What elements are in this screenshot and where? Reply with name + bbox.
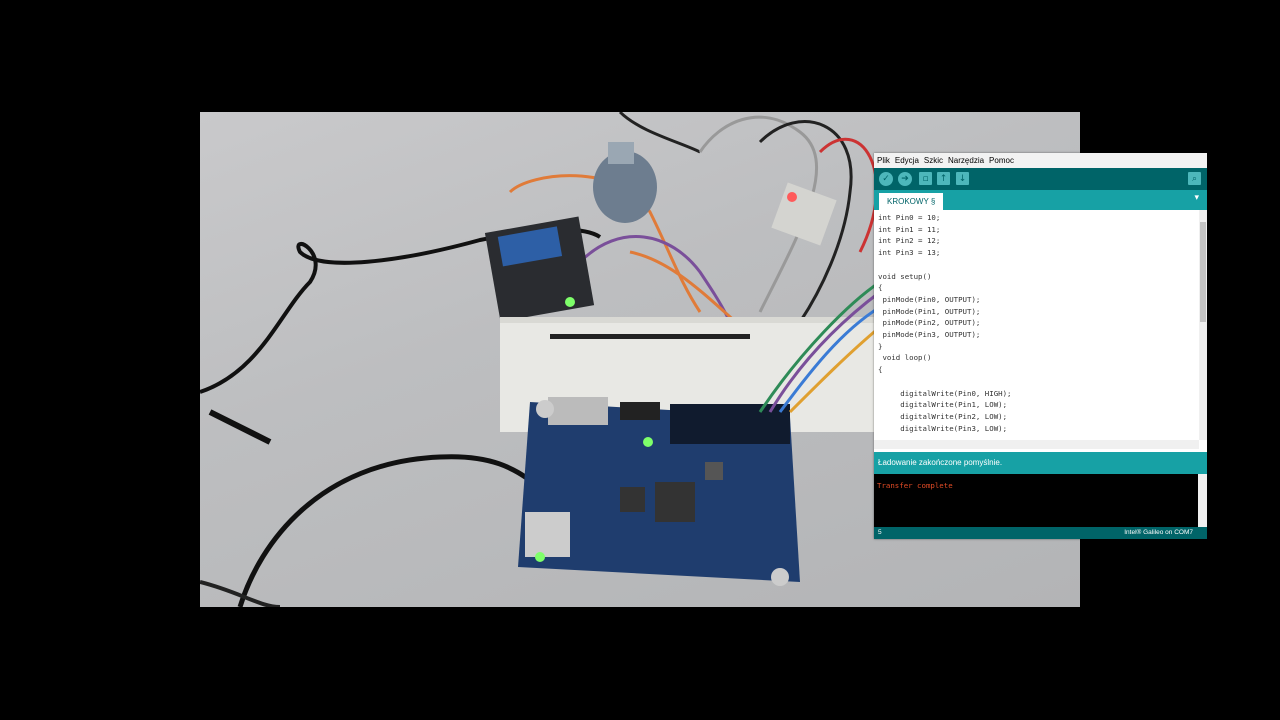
footer-bar: 5 Intel® Galileo on COM7 bbox=[874, 527, 1207, 539]
code-line: int Pin2 = 12; bbox=[878, 236, 941, 246]
code-line: } bbox=[878, 341, 883, 351]
code-line: pinMode(Pin1, OUTPUT); bbox=[878, 306, 981, 316]
breadboard-photo bbox=[200, 112, 900, 607]
code-editor[interactable]: int Pin0 = 10; int Pin1 = 11; int Pin2 = 1… bbox=[874, 210, 1199, 440]
code-line: int Pin0 = 10; bbox=[878, 213, 941, 222]
code-line: int Pin1 = 11; bbox=[878, 224, 941, 234]
menu-szkic[interactable]: Szkic bbox=[923, 156, 944, 165]
menu-narzedzia[interactable]: Narzędzia bbox=[948, 156, 985, 165]
upload-icon[interactable]: ➔ bbox=[898, 172, 912, 186]
console-output: Transfer complete bbox=[874, 474, 1207, 527]
status-message: Ładowanie zakończone pomyślnie. bbox=[878, 458, 1003, 467]
board-port: Intel® Galileo on COM7 bbox=[1124, 529, 1193, 536]
code-line: void setup() bbox=[878, 271, 932, 281]
code-line: void loop() bbox=[878, 353, 932, 363]
serial-monitor-icon[interactable]: ⌕ bbox=[1188, 172, 1201, 185]
save-sketch-icon[interactable]: ↓ bbox=[956, 172, 969, 185]
editor-horizontal-scrollbar[interactable] bbox=[874, 440, 1199, 449]
console-scrollbar[interactable] bbox=[1198, 474, 1207, 527]
code-line: { bbox=[878, 283, 883, 293]
console-text: Transfer complete bbox=[877, 481, 953, 490]
code-line: digitalWrite(Pin0, HIGH); bbox=[878, 388, 1012, 398]
code-line: { bbox=[878, 365, 883, 375]
tab-bar: KROKOWY § ▾ bbox=[874, 190, 1207, 210]
toolbar: ✓ ➔ ▫ ↑ ↓ ⌕ bbox=[874, 168, 1207, 190]
code-line: digitalWrite(Pin3, LOW); bbox=[878, 423, 1008, 433]
verify-icon[interactable]: ✓ bbox=[879, 172, 893, 186]
menu-plik[interactable]: Plik bbox=[877, 156, 890, 165]
code-line: digitalWrite(Pin1, LOW); bbox=[878, 400, 1008, 410]
code-line: digitalWrite(Pin2, LOW); bbox=[878, 411, 1008, 421]
open-sketch-icon[interactable]: ↑ bbox=[937, 172, 950, 185]
new-sketch-icon[interactable]: ▫ bbox=[919, 172, 932, 185]
code-line: pinMode(Pin3, OUTPUT); bbox=[878, 330, 981, 339]
code-line: pinMode(Pin0, OUTPUT); bbox=[878, 294, 981, 304]
menu-pomoc[interactable]: Pomoc bbox=[989, 156, 1014, 165]
code-line: pinMode(Pin2, OUTPUT); bbox=[878, 318, 981, 328]
editor-vertical-scrollbar[interactable] bbox=[1199, 210, 1207, 440]
tab-menu-icon[interactable]: ▾ bbox=[1194, 193, 1199, 203]
line-number: 5 bbox=[878, 529, 882, 536]
menu-edycja[interactable]: Edycja bbox=[894, 156, 919, 165]
tab-krokowy[interactable]: KROKOWY § bbox=[879, 193, 944, 210]
status-bar: Ładowanie zakończone pomyślnie. bbox=[874, 452, 1207, 474]
arduino-ide-window: Plik Edycja Szkic Narzędzia Pomoc ✓ ➔ ▫ … bbox=[874, 153, 1207, 539]
code-line: int Pin3 = 13; bbox=[878, 248, 941, 258]
menu-bar: Plik Edycja Szkic Narzędzia Pomoc bbox=[874, 153, 1207, 168]
